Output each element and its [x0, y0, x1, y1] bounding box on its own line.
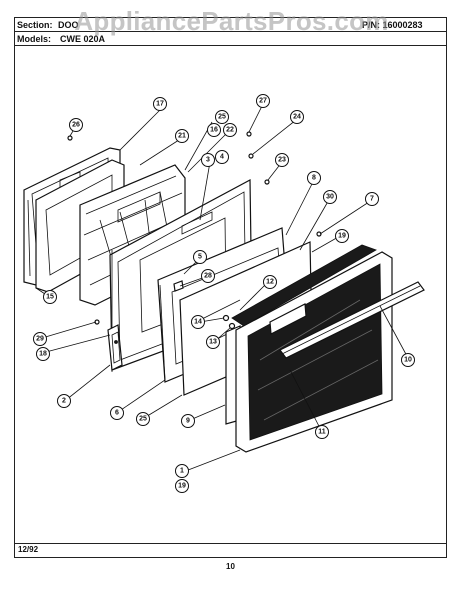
- callout-19-bottom: 19: [175, 479, 189, 493]
- callout-30: 30: [323, 190, 337, 204]
- svg-text:21: 21: [178, 133, 186, 140]
- callout-12: 12: [263, 275, 277, 289]
- diagram-frame: [14, 17, 447, 558]
- part-outer-door: [235, 251, 393, 453]
- callout-27: 27: [256, 94, 270, 108]
- svg-text:28: 28: [204, 273, 212, 280]
- svg-text:3: 3: [206, 157, 210, 164]
- callout-25: 26: [69, 118, 83, 132]
- callout-8: 8: [307, 171, 321, 185]
- callout-1: 1: [175, 464, 189, 478]
- svg-text:17: 17: [156, 101, 164, 108]
- svg-text:1: 1: [180, 468, 184, 475]
- svg-text:29: 29: [36, 336, 44, 343]
- callout-22: 23: [275, 153, 289, 167]
- svg-text:19: 19: [338, 233, 346, 240]
- svg-text:2: 2: [62, 398, 66, 405]
- callout-3: 3: [201, 153, 215, 167]
- svg-text:5: 5: [198, 254, 202, 261]
- section-label: Section:: [17, 20, 53, 30]
- callout-29: 28: [201, 269, 215, 283]
- section-value: DOO: [58, 20, 79, 30]
- watermark: AppliancePartsPros.com: [74, 6, 389, 36]
- callout-21: 22: [223, 123, 237, 137]
- svg-text:8: 8: [312, 175, 316, 182]
- callout-16: 16: [207, 123, 221, 137]
- callout-15: 15: [43, 290, 57, 304]
- callout-19-right: 19: [335, 229, 349, 243]
- svg-text:22: 22: [226, 127, 234, 134]
- models-label: Models:: [17, 34, 52, 44]
- callout-23: 24: [290, 110, 304, 124]
- svg-text:7: 7: [370, 196, 374, 203]
- callout-20: 21: [175, 129, 189, 143]
- svg-text:30: 30: [326, 194, 334, 201]
- svg-text:18: 18: [39, 351, 47, 358]
- svg-text:10: 10: [404, 357, 412, 364]
- svg-text:14: 14: [194, 319, 202, 326]
- callout-9: 9: [181, 414, 195, 428]
- header-divider-bottom: [14, 45, 447, 46]
- page-number: 10: [226, 562, 235, 571]
- screw-22: [264, 179, 270, 185]
- svg-text:26: 26: [72, 122, 80, 129]
- callout-13: 13: [206, 335, 220, 349]
- callout-18: 18: [36, 347, 50, 361]
- callout-14: 14: [191, 315, 205, 329]
- callout-5: 5: [193, 250, 207, 264]
- svg-text:11: 11: [318, 429, 326, 436]
- svg-text:27: 27: [259, 98, 267, 105]
- callout-28: 29: [33, 332, 47, 346]
- models-value: CWE 020A: [60, 34, 106, 44]
- callout-10: 10: [401, 353, 415, 367]
- svg-text:16: 16: [210, 127, 218, 134]
- header-divider-top: [14, 31, 447, 32]
- callout-2: 2: [57, 394, 71, 408]
- svg-text:25: 25: [218, 114, 226, 121]
- callout-6: 6: [110, 406, 124, 420]
- callout-24: 25: [136, 412, 150, 426]
- svg-text:23: 23: [278, 157, 286, 164]
- part-clip: [173, 280, 184, 292]
- callout-26: 25: [215, 110, 229, 124]
- svg-text:15: 15: [46, 294, 54, 301]
- callout-7: 7: [365, 192, 379, 206]
- svg-text:13: 13: [209, 339, 217, 346]
- callout-11: 11: [315, 425, 329, 439]
- screw-13: [228, 322, 236, 330]
- callout-4: 4: [215, 150, 229, 164]
- screw-23: [248, 153, 254, 159]
- callout-17: 17: [153, 97, 167, 111]
- part-number: P/N: 16000283: [362, 20, 423, 30]
- svg-text:9: 9: [186, 418, 190, 425]
- screw-27: [246, 131, 252, 137]
- svg-text:12: 12: [266, 279, 274, 286]
- screw-7: [316, 231, 322, 237]
- svg-text:19: 19: [178, 483, 186, 490]
- part-hinge-channel: [107, 324, 123, 371]
- screw-25: [67, 135, 73, 141]
- svg-text:24: 24: [293, 114, 301, 121]
- svg-text:25: 25: [139, 416, 147, 423]
- svg-text:4: 4: [220, 154, 224, 161]
- part-handle: [279, 281, 425, 359]
- footer-divider: [14, 543, 447, 544]
- revision-date: 12/92: [18, 545, 39, 554]
- svg-text:6: 6: [115, 410, 119, 417]
- screw-14: [222, 314, 230, 322]
